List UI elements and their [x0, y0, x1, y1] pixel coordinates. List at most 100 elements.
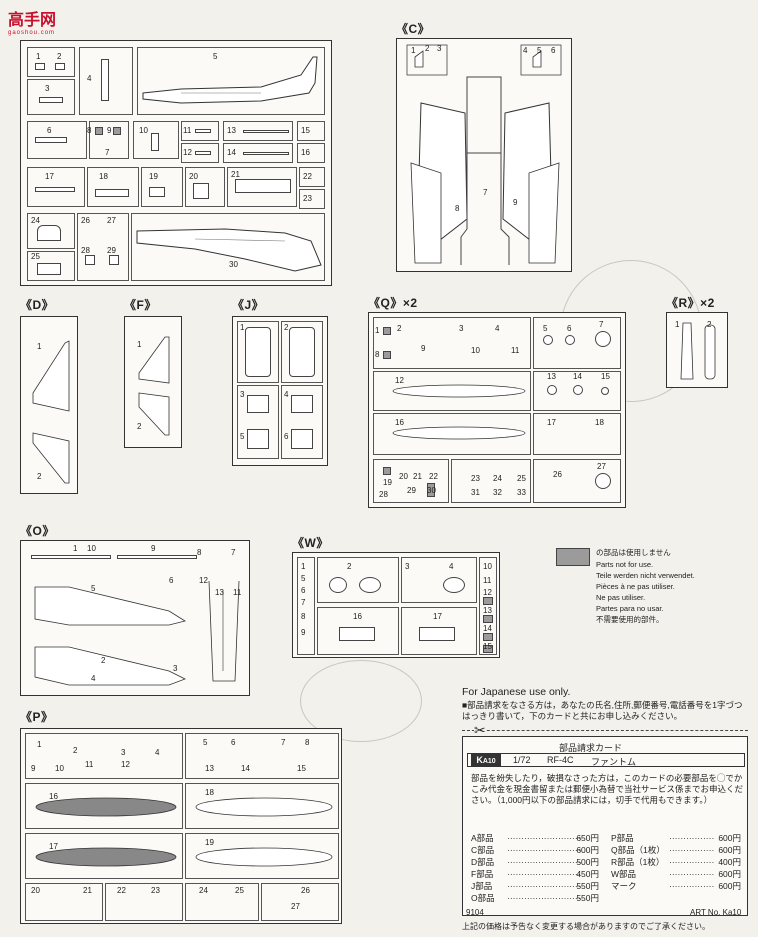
- sprue-w-cell: [479, 557, 497, 655]
- part-number: 7: [483, 188, 488, 197]
- fuselage-half-part: [142, 56, 318, 104]
- unused-part: [383, 467, 391, 475]
- sprue-a-cell: [141, 167, 183, 207]
- part-number: 22: [429, 472, 438, 481]
- sprue-q-cell: [533, 413, 621, 455]
- sprue-p-cell: [25, 883, 103, 921]
- part-number: 13: [547, 372, 556, 381]
- part-number: 22: [303, 172, 312, 181]
- part-number: 28: [81, 246, 90, 255]
- sprue-q-cell: [373, 371, 531, 411]
- part-number: 15: [601, 372, 610, 381]
- part-number: 1: [375, 326, 380, 335]
- seat-part: [419, 627, 455, 641]
- fin-part: [138, 336, 170, 436]
- part-number: 30: [229, 260, 238, 269]
- sprue-a-cell: [131, 213, 325, 281]
- part-number: 15: [301, 126, 310, 135]
- part-number: 4: [87, 74, 92, 83]
- part-number: 27: [107, 216, 116, 225]
- kit-name: ファントム: [591, 757, 637, 767]
- part-number: 2: [57, 52, 62, 61]
- part-number: 6: [169, 576, 174, 585]
- notice-fr: Pièces à ne pas utiliser.: [596, 582, 675, 591]
- fuselage-section-part: [34, 586, 187, 686]
- wing-half-part: [406, 44, 562, 265]
- sprue-a-cell: [27, 251, 75, 281]
- sprue-j-cell: [237, 385, 279, 459]
- sprue-a-cell: [299, 167, 325, 187]
- sprue-w-cell: [297, 557, 315, 655]
- sprue-p-cell: [185, 783, 339, 829]
- canopy-part: [289, 327, 315, 377]
- part-number: 8: [87, 126, 92, 135]
- fuel-tank-part: [392, 426, 526, 440]
- part-number: 9: [421, 344, 426, 353]
- sprue-p-cell: [261, 883, 339, 921]
- canopy-part: [247, 395, 269, 413]
- part-number: 8: [301, 612, 306, 621]
- sprue-w-cell: [401, 607, 477, 655]
- small-part: [109, 255, 119, 265]
- price-row: W部品················600円: [611, 869, 741, 879]
- part-number: 25: [31, 252, 40, 261]
- part-number: 11: [85, 760, 94, 769]
- part-number: 1: [36, 52, 41, 61]
- price-row: A部品··························650円: [471, 833, 599, 843]
- sprue-a-cell: [299, 189, 325, 209]
- part-number: 2: [347, 562, 352, 571]
- small-part: [151, 133, 159, 151]
- part-number: 17: [45, 172, 54, 181]
- sprue-q-cell: [373, 413, 531, 455]
- part-number: 3: [405, 562, 410, 571]
- gear-leg-part: [208, 580, 240, 682]
- sprue-r-frame: 1 2: [666, 312, 728, 388]
- part-number: 13: [215, 588, 224, 597]
- part-number: 9: [513, 198, 518, 207]
- fuselage-half-part: [136, 228, 322, 272]
- part-number: 9: [151, 544, 156, 553]
- small-part: [39, 97, 63, 103]
- sprue-q-cell: [373, 459, 449, 503]
- sprue-p-cell: [105, 883, 183, 921]
- kit-model: RF-4C: [547, 755, 574, 765]
- part-number: 25: [235, 886, 244, 895]
- part-number: 3: [240, 390, 245, 399]
- part-number: 23: [471, 474, 480, 483]
- small-part: [35, 63, 45, 70]
- part-number: 19: [205, 838, 214, 847]
- part-number: 5: [240, 432, 245, 441]
- sprue-a-cell: [89, 121, 129, 159]
- sprue-a-cell: [27, 47, 75, 77]
- part-number: 1: [37, 740, 42, 749]
- part-number: 14: [227, 148, 236, 157]
- part-number: 18: [595, 418, 604, 427]
- unused-part: [113, 127, 121, 135]
- drop-tank-part: [35, 797, 177, 817]
- sprue-w-cell: [401, 557, 477, 603]
- small-part: [101, 59, 109, 101]
- part-number: 15: [297, 764, 306, 773]
- part-number: 7: [301, 598, 306, 607]
- part-number: 2: [707, 320, 712, 329]
- part-number: 11: [183, 126, 192, 135]
- sprue-j-frame: 1 2 3 4 5 6: [232, 316, 328, 466]
- small-part: [193, 183, 209, 199]
- sprue-j-cell: [281, 385, 323, 459]
- part-number: 26: [81, 216, 90, 225]
- part-number: 12: [199, 576, 208, 585]
- small-part: [55, 63, 65, 70]
- part-number: 4: [523, 46, 528, 55]
- part-number: 14: [483, 624, 492, 633]
- part-number: 12: [395, 376, 404, 385]
- part-number: 8: [197, 548, 202, 557]
- part-number: 6: [567, 324, 572, 333]
- part-number: 2: [397, 324, 402, 333]
- fuel-tank-part: [392, 384, 526, 398]
- part-number: 20: [399, 472, 408, 481]
- small-part: [195, 151, 211, 155]
- part-number: 19: [383, 478, 392, 487]
- part-number: 11: [233, 588, 242, 597]
- kit-code-box: [467, 753, 745, 767]
